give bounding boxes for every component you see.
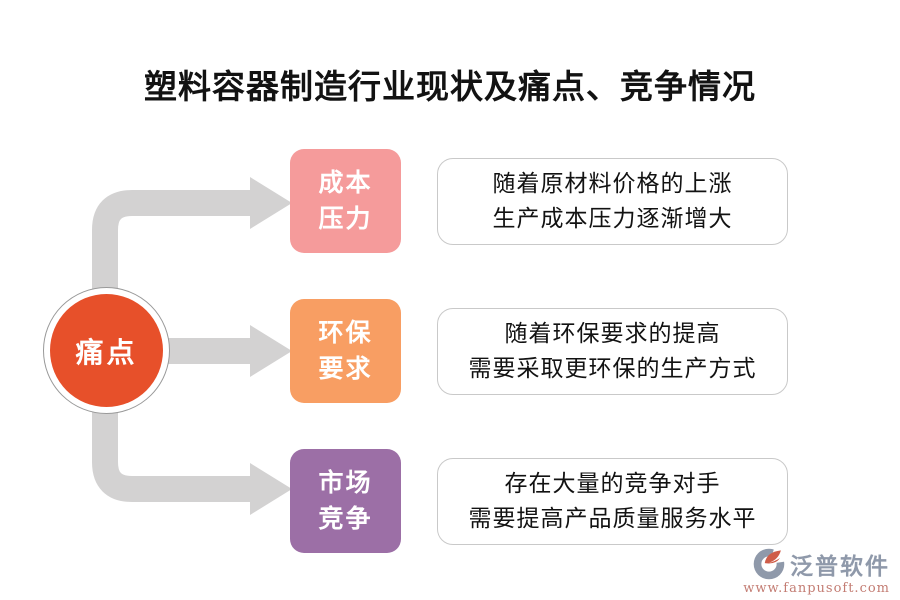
arrowhead-bottom-icon [250, 463, 292, 515]
desc-market-competition: 存在大量的竞争对手 需要提高产品质量服务水平 [437, 458, 788, 545]
desc-line: 需要提高产品质量服务水平 [468, 505, 757, 532]
tag-market-competition: 市场 竞争 [290, 449, 401, 553]
tag-label-line: 市场 [318, 468, 373, 497]
desc-line: 生产成本压力逐渐增大 [492, 205, 733, 232]
desc-line: 存在大量的竞争对手 [504, 470, 721, 497]
watermark: 泛普软件 www.fanpusoft.com [743, 547, 890, 596]
tag-cost-pressure: 成本 压力 [290, 149, 401, 253]
connector-bottom [92, 358, 252, 502]
connector-top [92, 190, 252, 345]
desc-line: 随着原材料价格的上涨 [492, 170, 733, 197]
brand-name: 泛普软件 [790, 553, 890, 580]
desc-environmental-requirements: 随着环保要求的提高 需要采取更环保的生产方式 [437, 308, 788, 395]
desc-line: 需要采取更环保的生产方式 [468, 355, 757, 382]
tag-label-line: 压力 [318, 204, 373, 233]
hub-circle: 痛点 [43, 287, 170, 414]
hub-label: 痛点 [50, 294, 163, 407]
arrowhead-middle-icon [250, 325, 292, 377]
desc-line: 随着环保要求的提高 [504, 320, 721, 347]
tag-label-line: 环保 [318, 318, 373, 347]
tag-environmental-requirements: 环保 要求 [290, 299, 401, 403]
tag-label-line: 竞争 [318, 504, 373, 533]
tag-label-line: 要求 [318, 354, 373, 383]
desc-cost-pressure: 随着原材料价格的上涨 生产成本压力逐渐增大 [437, 158, 788, 245]
tag-label-line: 成本 [318, 168, 373, 197]
arrowhead-top-icon [250, 177, 292, 229]
fanpu-logo-icon [753, 547, 787, 580]
brand-url: www.fanpusoft.com [743, 581, 890, 596]
page-title: 塑料容器制造行业现状及痛点、竞争情况 [144, 67, 756, 106]
